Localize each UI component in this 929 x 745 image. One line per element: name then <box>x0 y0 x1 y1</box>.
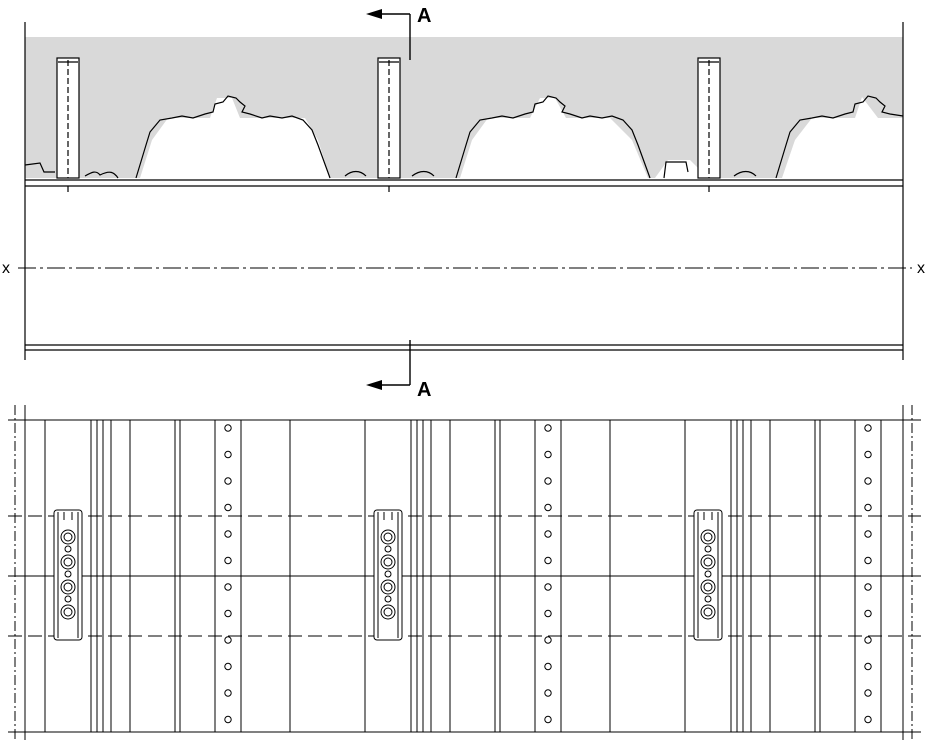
section-arrow-bottom-icon <box>366 380 382 390</box>
stud-gap-icon <box>384 595 392 603</box>
fastener-hole-icon <box>224 477 232 485</box>
fastener-hole-icon <box>864 583 872 591</box>
fastener-hole-icon <box>864 715 872 724</box>
fastener-hole-icon <box>864 636 872 644</box>
fastener-hole-icon <box>864 662 872 671</box>
fastener-hole-icon <box>544 662 552 671</box>
fastener-hole-icon <box>224 662 232 671</box>
stud-gap-icon <box>64 570 72 578</box>
concrete-slab-fill <box>25 37 903 178</box>
stud-head-inner-icon <box>383 582 393 592</box>
fastener-hole-icon <box>544 556 552 565</box>
stud-gap-icon <box>384 570 392 578</box>
fastener-hole-icon <box>224 424 232 432</box>
stud-head-inner-icon <box>63 607 73 617</box>
stud-head-inner-icon <box>383 532 393 542</box>
fastener-hole-icon <box>864 609 872 618</box>
section-label-top: A <box>417 5 431 27</box>
stud-gap-icon <box>704 545 712 553</box>
stud-gap-icon <box>64 595 72 603</box>
section-label-bottom: A <box>417 379 431 401</box>
fastener-hole-icon <box>864 689 872 697</box>
shear-stud-3 <box>697 57 721 179</box>
fastener-hole-icon <box>544 689 552 697</box>
fastener-hole-icon <box>864 424 872 432</box>
fastener-hole-icon <box>544 715 552 724</box>
stud-gap-icon <box>704 595 712 603</box>
fastener-hole-icon <box>544 503 552 512</box>
stud-head-inner-icon <box>703 532 713 542</box>
fastener-hole-icon <box>224 609 232 618</box>
stud-head-inner-icon <box>63 582 73 592</box>
fastener-hole-icon <box>544 424 552 432</box>
stud-gap-icon <box>384 545 392 553</box>
stud-head-inner-icon <box>703 557 713 567</box>
fastener-hole-icon <box>544 450 552 459</box>
stud-head-inner-icon <box>383 557 393 567</box>
fastener-hole-icon <box>864 450 872 459</box>
fastener-hole-icon <box>224 636 232 644</box>
fastener-hole-icon <box>864 477 872 485</box>
deck-profile <box>24 95 904 179</box>
fastener-hole-icon <box>864 503 872 512</box>
fastener-hole-icon <box>224 583 232 591</box>
stud-head-inner-icon <box>383 607 393 617</box>
plan-view <box>8 405 921 740</box>
section-view <box>18 13 912 386</box>
axis-label-left: x <box>2 260 10 277</box>
stud-gap-icon <box>64 545 72 553</box>
stud-head-inner-icon <box>63 532 73 542</box>
fastener-hole-icon <box>544 530 552 538</box>
axis-label-right: x <box>917 260 925 277</box>
fastener-hole-icon <box>864 530 872 538</box>
shear-stud-1 <box>56 57 80 179</box>
fastener-hole-icon <box>224 556 232 565</box>
fastener-hole-icon <box>544 583 552 591</box>
fastener-hole-icon <box>224 715 232 724</box>
fastener-hole-icon <box>224 450 232 459</box>
stud-head-inner-icon <box>703 607 713 617</box>
stud-gap-icon <box>704 570 712 578</box>
stud-head-inner-icon <box>63 557 73 567</box>
shear-stud-2 <box>377 57 401 179</box>
stud-head-inner-icon <box>703 582 713 592</box>
fastener-hole-icon <box>544 609 552 618</box>
fastener-hole-icon <box>864 556 872 565</box>
fastener-hole-icon <box>224 689 232 697</box>
fastener-hole-icon <box>224 530 232 538</box>
fastener-hole-icon <box>544 477 552 485</box>
fastener-hole-icon <box>544 636 552 644</box>
fastener-hole-icon <box>224 503 232 512</box>
section-arrow-top-icon <box>366 9 382 19</box>
